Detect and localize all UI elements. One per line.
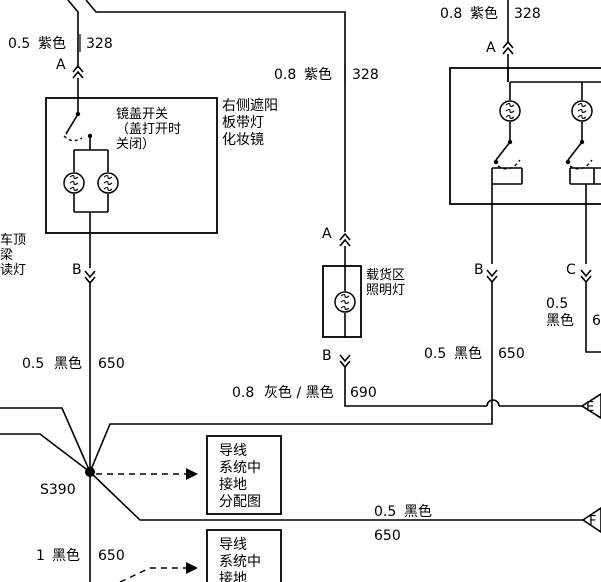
splice-wires	[0, 407, 585, 582]
wire-top-right-circuit: 328	[514, 6, 541, 22]
wire-top-left-circuit: 328	[86, 36, 113, 52]
right-component-wiring	[491, 68, 601, 264]
cargo-lamp-bulb-icon	[334, 291, 356, 313]
wire-mid-size: 0.8	[274, 67, 296, 83]
visor-switch	[63, 98, 109, 172]
wire-far-right-color: 黑色	[546, 312, 574, 329]
ground-ref-box[interactable]	[206, 435, 282, 515]
left-cut-label-1: 车顶	[0, 232, 26, 248]
wire-bottom-left-circuit: 650	[98, 548, 125, 564]
ground-ref-arrow	[186, 468, 198, 480]
right-bulb-right-icon	[571, 100, 593, 122]
visor-switch-label-1: 镜盖开关	[116, 107, 168, 122]
wire-far-right-circuit: 6	[592, 313, 601, 329]
connector-b-visor: B	[72, 262, 82, 278]
visor-switch-label-2: （盖打开时	[116, 122, 181, 137]
ground-ref-2-line-1: 导线	[219, 537, 247, 553]
connector-b-right-symbol	[486, 269, 498, 284]
ground-ref-line-4: 分配图	[219, 494, 261, 510]
cargo-lamp-box	[322, 265, 362, 338]
wire-gray-color: 灰色 / 黑色	[264, 384, 334, 401]
wire-left-ground-color: 黑色	[54, 355, 82, 372]
connector-a-right: A	[486, 40, 496, 56]
visor-mirror-title-2: 板带灯	[222, 115, 264, 131]
left-cut-label-3: 读灯	[0, 263, 26, 278]
right-bulb-left-icon	[499, 100, 521, 122]
connector-a-visor: A	[56, 57, 66, 73]
wire-left-ground-circuit: 650	[98, 356, 125, 372]
connector-b-right: B	[474, 262, 484, 278]
right-component-box	[449, 67, 601, 205]
cargo-lamp-label-1: 载货区	[366, 267, 405, 283]
splice-s390-dot	[85, 467, 95, 477]
visor-bulb-left-icon	[63, 172, 85, 194]
wire-mid-circuit: 328	[352, 67, 379, 83]
wire-bottom-mid-color: 黑色	[404, 503, 432, 520]
ground-ref-2-arrow	[186, 562, 198, 574]
wire-bottom-mid-circuit: 650	[374, 528, 401, 544]
ground-ref-line-3: 接地	[219, 476, 247, 493]
ground-ref-2-line-3: 接地	[219, 570, 247, 582]
wire-top-left-color: 紫色	[38, 35, 66, 52]
cargo-lamp-label-2: 照明灯	[366, 283, 405, 298]
wire-bottom-mid-size: 0.5	[374, 504, 396, 520]
wire-top-right-color: 紫色	[470, 5, 498, 22]
connector-b-cargo-symbol	[339, 354, 351, 369]
splice-s390-label: S390	[40, 482, 76, 498]
visor-bulb-wiring	[73, 194, 109, 268]
connector-f: F	[589, 514, 596, 529]
connector-e-symbol	[580, 393, 601, 419]
connector-a-cargo-symbol	[339, 232, 351, 247]
wire-right-ground-size: 0.5	[424, 346, 446, 362]
connector-b-visor-symbol	[84, 270, 96, 285]
wire-mid-color: 紫色	[304, 66, 332, 83]
wire-top-right-size: 0.8	[440, 6, 462, 22]
connector-a-visor-symbol	[72, 64, 84, 79]
ground-ref-2-line-2: 系统中	[219, 554, 261, 570]
visor-mirror-title-1: 右侧遮阳	[222, 98, 278, 114]
ground-ref-box-2[interactable]	[206, 529, 282, 582]
visor-switch-label-3: 关闭）	[116, 137, 155, 152]
connector-c-right-symbol	[580, 269, 592, 284]
left-cut-label-2: 梁	[0, 248, 13, 263]
wire-right-ground-circuit: 650	[498, 346, 525, 362]
connector-a-cargo: A	[322, 226, 332, 242]
visor-mirror-title-3: 化妆镜	[222, 132, 264, 148]
wire-right-ground-color: 黑色	[454, 345, 482, 362]
wire-top-left	[67, 0, 346, 232]
wire-left-ground-size: 0.5	[22, 356, 44, 372]
connector-f-symbol	[581, 507, 601, 533]
wire-far-right-size: 0.5	[546, 296, 568, 312]
connector-c-right: C	[566, 262, 576, 278]
connector-e: E	[586, 400, 594, 415]
wire-bottom-left-color: 黑色	[52, 547, 80, 564]
wire-bottom-left-size: 1	[36, 548, 45, 564]
visor-bulb-right-icon	[97, 172, 119, 194]
ground-ref-line-2: 系统中	[219, 460, 261, 476]
connector-b-cargo: B	[322, 348, 332, 364]
wire-gray-size: 0.8	[232, 385, 254, 401]
wire-gray-circuit: 690	[350, 385, 377, 401]
connector-a-right-symbol	[502, 40, 514, 55]
visor-mirror-box	[45, 97, 218, 234]
ground-ref-line-1: 导线	[219, 443, 247, 459]
wire-top-left-size: 0.5	[8, 36, 30, 52]
